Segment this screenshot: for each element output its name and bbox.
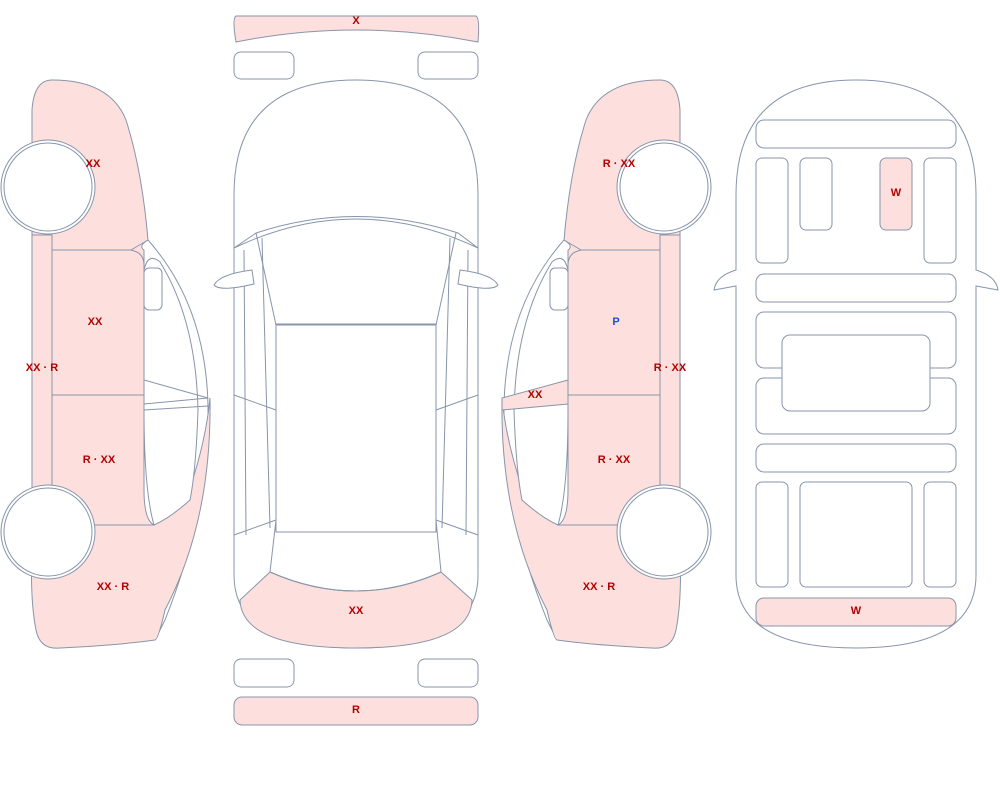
cabin-outline (255, 232, 457, 326)
left-front-seat[interactable] (755, 157, 789, 264)
rear-window (269, 519, 442, 592)
left-front-wheel[interactable] (3, 142, 93, 232)
left-side-view: XX XX XX · R R · XX XX · R (0, 79, 211, 649)
left-side-lines (233, 237, 277, 536)
right-side-lines (435, 237, 479, 536)
roof (275, 323, 437, 533)
right-mirror-zone[interactable] (501, 379, 569, 411)
interior-seat-label: W (891, 187, 902, 199)
center-console-left[interactable] (799, 157, 833, 231)
left-mirror-top[interactable] (213, 269, 255, 289)
left-window-frame (143, 257, 199, 526)
left-door-lines (130, 239, 209, 411)
front-bumper[interactable] (233, 15, 480, 43)
left-front-fender-label: XX (86, 158, 101, 170)
rear-right-seat[interactable] (923, 481, 957, 588)
right-side-view: R · XX P XX R · XX R · XX XX · R (501, 79, 712, 649)
right-mirror-top[interactable] (457, 269, 499, 289)
right-rocker-panel[interactable] (659, 234, 681, 526)
left-front-door-label: XX (88, 316, 103, 328)
right-front-door-label: P (612, 316, 619, 328)
right-rear-quarter-label: XX · R (583, 581, 615, 593)
left-mirror-side[interactable] (143, 267, 163, 311)
front-bumper-label: X (352, 15, 360, 27)
windshield (233, 216, 479, 249)
rear-bumper-label: R (352, 704, 360, 716)
left-rear-door-label: R · XX (83, 454, 116, 466)
right-mirror-label: XX (528, 389, 543, 401)
right-front-fender-label: R · XX (603, 158, 636, 170)
right-front-wheel[interactable] (619, 142, 709, 232)
left-rear-wheel[interactable] (3, 487, 93, 577)
left-rocker-panel[interactable] (31, 234, 53, 526)
right-rocker-label: R · XX (654, 362, 687, 374)
right-door-lines (563, 239, 582, 251)
left-rear-quarter-label: XX · R (97, 581, 129, 593)
rear-left-seat[interactable] (755, 481, 789, 588)
middle-console[interactable] (781, 334, 931, 412)
right-taillight[interactable] (417, 658, 479, 688)
front-seat-back[interactable] (755, 273, 957, 303)
dashboard[interactable] (755, 119, 957, 149)
left-headlight[interactable] (233, 51, 295, 80)
interior-rear-panel[interactable] (755, 597, 957, 627)
interior-view: W W (713, 79, 999, 649)
right-rear-wheel[interactable] (619, 487, 709, 577)
rear-bumper[interactable] (233, 696, 479, 726)
interior-rear-panel-label: W (851, 605, 862, 617)
trunk-lid-label: XX (349, 605, 364, 617)
top-view: X XX R (213, 15, 499, 726)
right-rear-door-label: R · XX (598, 454, 631, 466)
interior-seat[interactable] (879, 157, 913, 231)
right-front-seat[interactable] (923, 157, 957, 264)
rear-seat-back[interactable] (755, 443, 957, 473)
left-taillight[interactable] (233, 658, 295, 688)
right-headlight[interactable] (417, 51, 479, 80)
cargo-area[interactable] (799, 481, 913, 588)
left-rocker-label: XX · R (26, 362, 58, 374)
right-mirror-side[interactable] (549, 267, 569, 311)
